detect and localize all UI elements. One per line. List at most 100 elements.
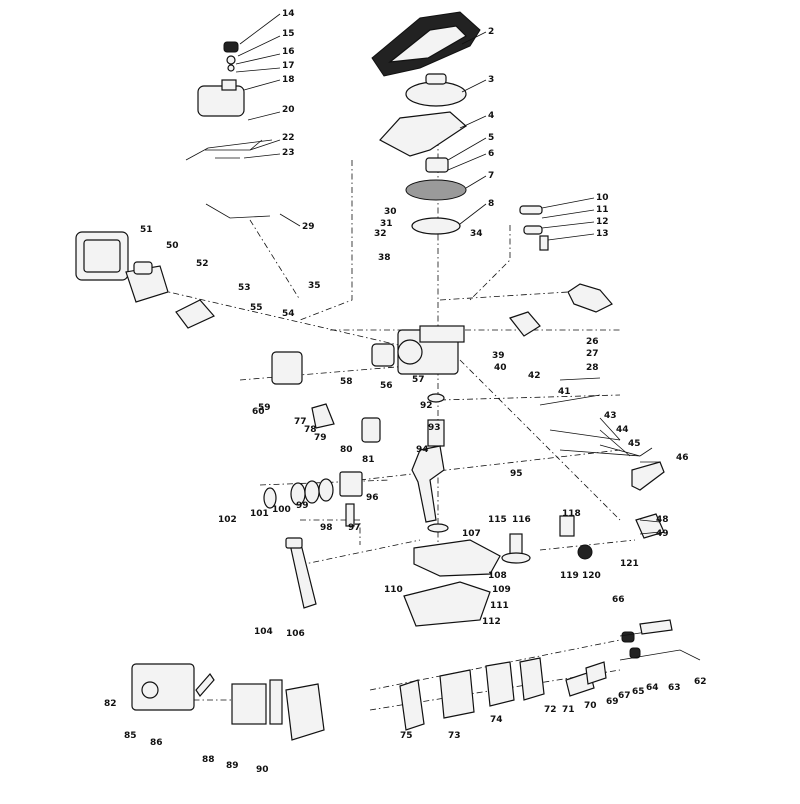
part-callout-53: 53 <box>238 283 251 293</box>
part-callout-110: 110 <box>384 585 403 595</box>
part-callout-108: 108 <box>488 571 507 581</box>
part-callout-4: 4 <box>488 111 494 121</box>
crankshaft-and-piston <box>263 445 445 527</box>
part-callout-38: 38 <box>378 253 391 263</box>
part-callout-13: 13 <box>596 229 609 239</box>
part-callout-72: 72 <box>544 705 557 715</box>
part-callout-100: 100 <box>272 505 291 515</box>
air-filter-assembly <box>131 663 325 741</box>
part-callout-80: 80 <box>340 445 353 455</box>
part-callout-35: 35 <box>308 281 321 291</box>
reed-valve-assembly <box>399 657 545 731</box>
part-callout-116: 116 <box>512 515 531 525</box>
muffler-assembly <box>75 231 215 329</box>
part-callout-46: 46 <box>676 453 689 463</box>
part-callout-99: 99 <box>296 501 309 511</box>
part-callout-27: 27 <box>586 349 599 359</box>
part-callout-49: 49 <box>656 529 669 539</box>
part-callout-43: 43 <box>604 411 617 421</box>
part-callout-16: 16 <box>282 47 295 57</box>
part-callout-44: 44 <box>616 425 629 435</box>
part-callout-70: 70 <box>584 701 597 711</box>
part-callout-112: 112 <box>482 617 501 627</box>
fuel-tank-assembly <box>197 41 263 159</box>
part-callout-96: 96 <box>366 493 379 503</box>
part-callout-71: 71 <box>562 705 575 715</box>
throttle-linkage-assembly <box>565 619 701 697</box>
cables-and-wires <box>185 139 653 457</box>
part-callout-23: 23 <box>282 148 295 158</box>
part-callout-98: 98 <box>320 523 333 533</box>
part-callout-2: 2 <box>488 27 494 37</box>
part-callout-74: 74 <box>490 715 503 725</box>
part-callout-66: 66 <box>612 595 625 605</box>
part-callout-82: 82 <box>104 699 117 709</box>
part-callout-60: 60 <box>252 407 265 417</box>
part-callout-90: 90 <box>256 765 269 775</box>
part-callout-69: 69 <box>606 697 619 707</box>
part-callout-121: 121 <box>620 559 639 569</box>
part-callout-20: 20 <box>282 105 295 115</box>
part-callout-77: 77 <box>294 417 307 427</box>
part-callout-85: 85 <box>124 731 137 741</box>
part-callout-86: 86 <box>150 738 163 748</box>
assembly-guide-lines <box>159 140 636 711</box>
part-callout-7: 7 <box>488 171 494 181</box>
callout-leaders <box>235 13 661 535</box>
part-callout-34: 34 <box>470 229 483 239</box>
part-callout-26: 26 <box>586 337 599 347</box>
part-callout-64: 64 <box>646 683 659 693</box>
part-callout-39: 39 <box>492 351 505 361</box>
part-callout-111: 111 <box>490 601 509 611</box>
part-callout-92: 92 <box>420 401 433 411</box>
part-callout-106: 106 <box>286 629 305 639</box>
part-callout-58: 58 <box>340 377 353 387</box>
part-callout-79: 79 <box>314 433 327 443</box>
part-callout-55: 55 <box>250 303 263 313</box>
part-callout-56: 56 <box>380 381 393 391</box>
part-callout-75: 75 <box>400 731 413 741</box>
part-callout-89: 89 <box>226 761 239 771</box>
part-callout-88: 88 <box>202 755 215 765</box>
part-callout-101: 101 <box>250 509 269 519</box>
part-callout-94: 94 <box>416 445 429 455</box>
part-callout-107: 107 <box>462 529 481 539</box>
part-callout-57: 57 <box>412 375 425 385</box>
engine-block <box>271 325 465 447</box>
part-callout-65: 65 <box>632 687 645 697</box>
part-callout-28: 28 <box>586 363 599 373</box>
part-callout-6: 6 <box>488 149 494 159</box>
part-callout-11: 11 <box>596 205 609 215</box>
part-callout-93: 93 <box>428 423 441 433</box>
part-callout-97: 97 <box>348 523 361 533</box>
part-callout-54: 54 <box>282 309 295 319</box>
part-callout-15: 15 <box>282 29 295 39</box>
part-callout-51: 51 <box>140 225 153 235</box>
part-callout-3: 3 <box>488 75 494 85</box>
part-callout-67: 67 <box>618 691 631 701</box>
part-callout-40: 40 <box>494 363 507 373</box>
part-callout-104: 104 <box>254 627 273 637</box>
part-callout-32: 32 <box>374 229 387 239</box>
part-callout-10: 10 <box>596 193 609 203</box>
part-callout-50: 50 <box>166 241 179 251</box>
part-callout-120: 120 <box>582 571 601 581</box>
part-callout-29: 29 <box>302 222 315 232</box>
part-callout-52: 52 <box>196 259 209 269</box>
part-callout-118: 118 <box>562 509 581 519</box>
part-callout-14: 14 <box>282 9 295 19</box>
part-callout-45: 45 <box>628 439 641 449</box>
recoil-starter-cover <box>371 11 481 235</box>
part-callout-63: 63 <box>668 683 681 693</box>
part-callout-73: 73 <box>448 731 461 741</box>
part-callout-59: 59 <box>258 403 271 413</box>
part-callout-81: 81 <box>362 455 375 465</box>
part-callout-62: 62 <box>694 677 707 687</box>
part-callout-48: 48 <box>656 515 669 525</box>
part-callout-42: 42 <box>528 371 541 381</box>
part-callout-102: 102 <box>218 515 237 525</box>
part-callout-8: 8 <box>488 199 494 209</box>
oil-dipstick-assembly <box>285 537 317 609</box>
